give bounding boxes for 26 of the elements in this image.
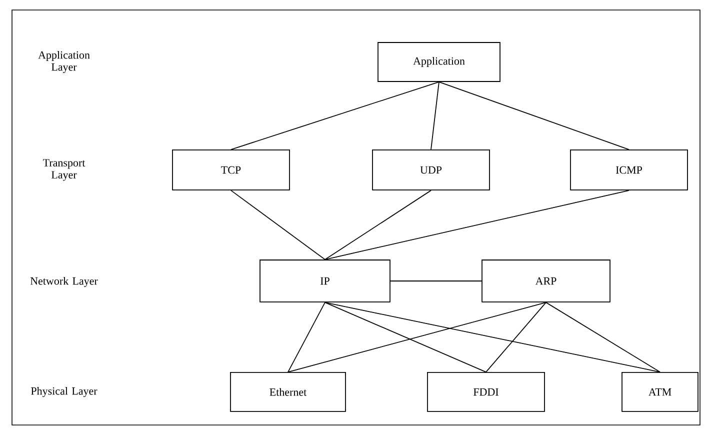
- protocol-box: Application: [378, 42, 500, 82]
- connector-line: [430, 81, 440, 150]
- protocol-box: ARP: [482, 260, 610, 302]
- protocol-box: IP: [260, 260, 390, 302]
- layer-label: Physical Layer: [31, 387, 98, 397]
- protocol-box: UDP: [372, 150, 490, 190]
- connector-line: [324, 302, 660, 372]
- connector-line: [288, 302, 326, 372]
- connector-line: [288, 302, 546, 372]
- connector-line: [390, 280, 482, 282]
- protocol-box: TCP: [172, 150, 290, 190]
- connector-line: [230, 190, 326, 260]
- protocol-box: FDDI: [427, 372, 545, 412]
- connector-line: [230, 81, 440, 150]
- layer-label: Network Layer: [30, 277, 98, 287]
- connector-line: [438, 81, 630, 150]
- protocol-box: ATM: [622, 372, 698, 412]
- protocol-box: ICMP: [570, 150, 688, 190]
- layer-label: Application Layer: [38, 51, 90, 73]
- connector-line: [324, 302, 486, 372]
- layer-label: Transport Layer: [43, 159, 86, 181]
- connector-line: [486, 302, 546, 372]
- connector-line: [324, 190, 630, 260]
- protocol-box: Ethernet: [230, 372, 346, 412]
- connector-line: [546, 302, 660, 372]
- connector-line: [324, 190, 432, 260]
